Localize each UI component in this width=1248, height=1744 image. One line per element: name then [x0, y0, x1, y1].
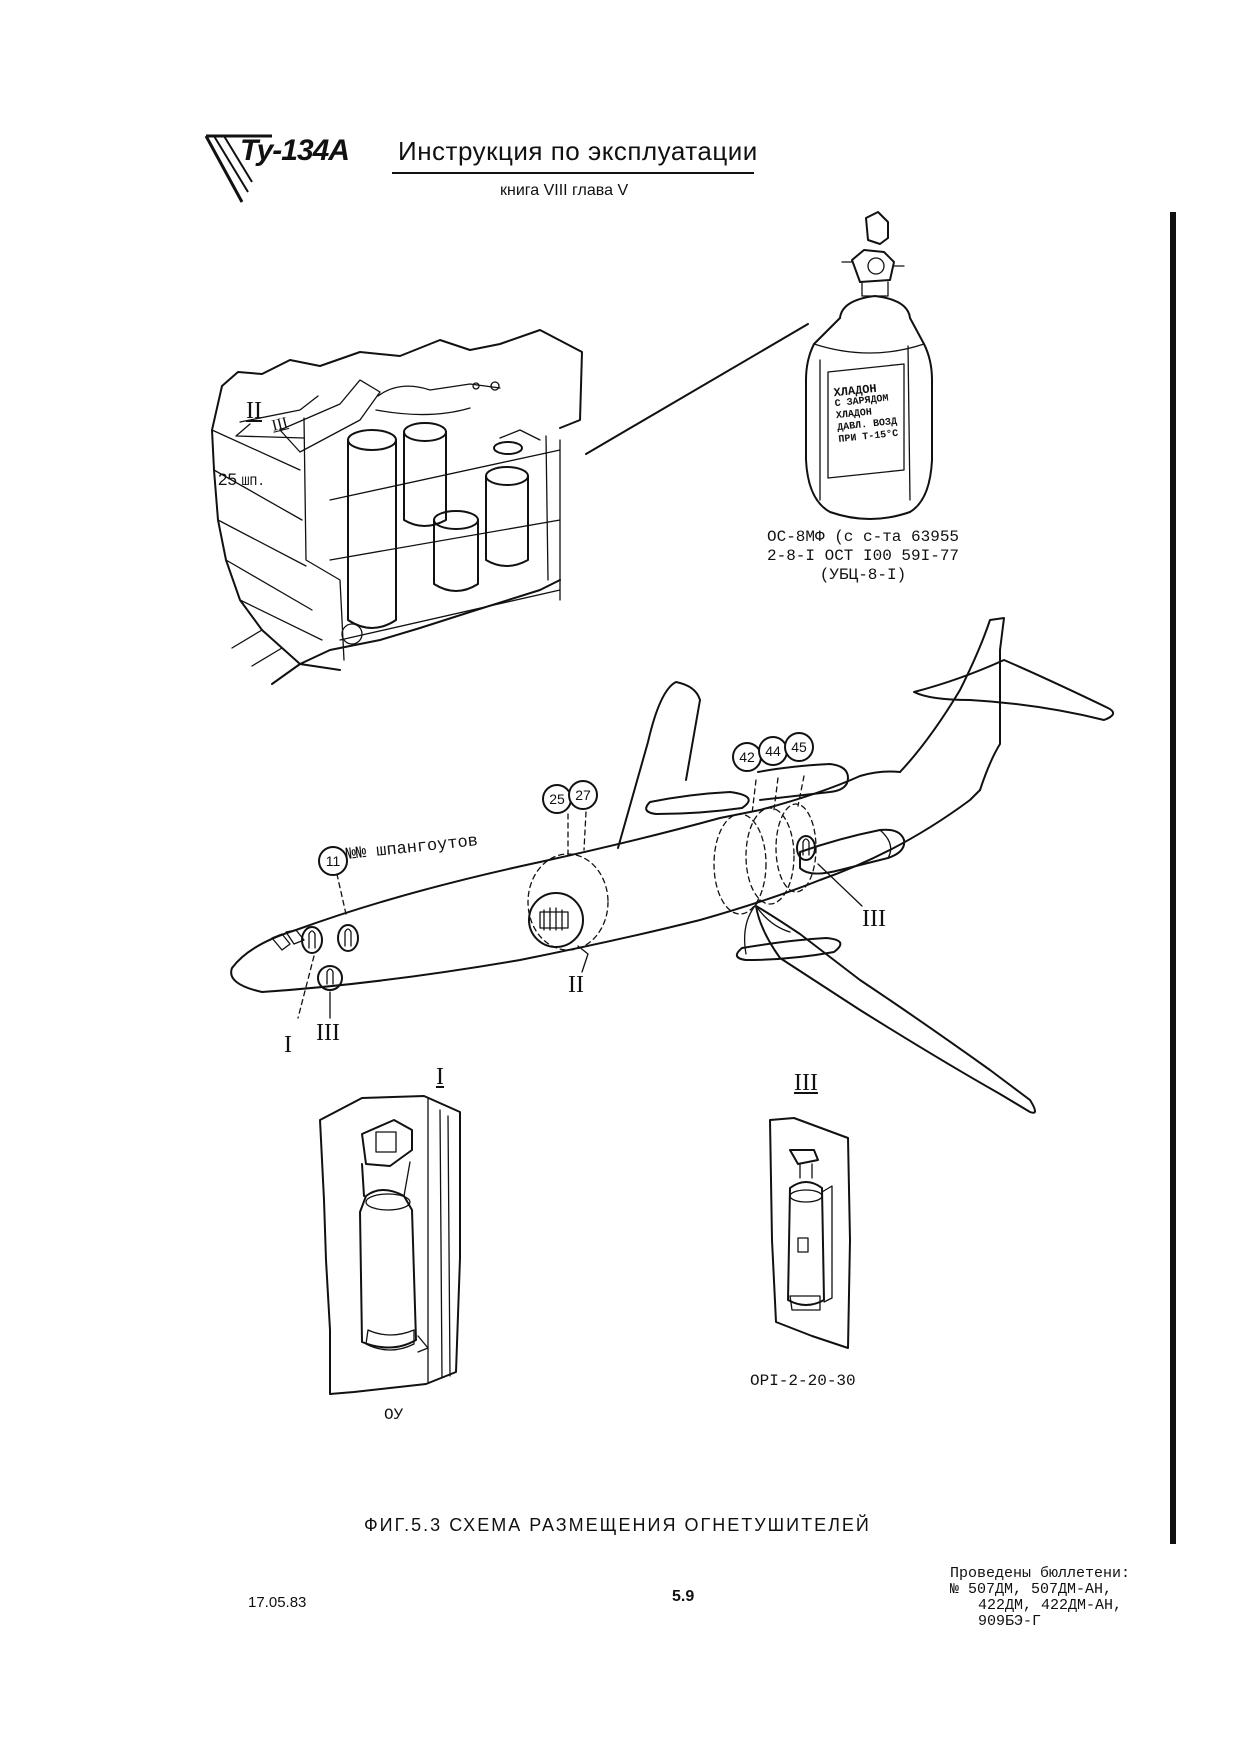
tu-134a-aircraft-outline: [230, 617, 1115, 1114]
ou-caption: ОУ: [384, 1406, 404, 1424]
bottle-caption: ОС-8МФ (с с-та 63955 2-8-I ОСТ I00 59I-7…: [748, 528, 978, 585]
position-label-iii-tail: III: [862, 906, 886, 932]
detail-i-ou-extinguisher: [319, 1095, 461, 1395]
logo-text: Ту-134А: [240, 134, 350, 167]
position-label-i: I: [284, 1032, 292, 1058]
bulletins-line-3: 422ДМ, 422ДМ-АН,: [978, 1597, 1123, 1614]
position-label-iii-nose: III: [316, 1020, 340, 1046]
bottle-caption-line-3: (УБЦ-8-I): [819, 566, 907, 584]
bottle-caption-line-1: ОС-8МФ (с с-та 63955: [766, 528, 960, 546]
revision-bar: [1170, 212, 1176, 1544]
bottle-caption-line-2: 2-8-I ОСТ I00 59I-77: [766, 547, 960, 565]
opi-caption: ОРI-2-20-30: [750, 1372, 856, 1390]
extinguisher-bay-illustration: [211, 323, 809, 685]
figure-caption: ФИГ.5.3 СХЕМА РАЗМЕЩЕНИЯ ОГНЕТУШИТЕЛЕЙ: [364, 1515, 871, 1535]
document-subtitle: книга VIII глава V: [500, 182, 629, 199]
footer-date: 17.05.83: [248, 1594, 307, 1611]
bulletins-line-2: № 507ДМ, 507ДМ-АН,: [950, 1581, 1113, 1598]
detail-i-title: I: [436, 1064, 444, 1090]
bottle-label: ХЛАДОН С ЗАРЯДОМ ХЛАДОН ДАВЛ. ВОЗД ПРИ Т…: [833, 381, 899, 447]
detail-iii-opi-extinguisher: [769, 1117, 851, 1349]
position-label-ii: II: [568, 972, 584, 998]
document-title: Инструкция по эксплуатации: [398, 136, 758, 166]
bulletins-note: Проведены бюллетени: № 507ДМ, 507ДМ-АН, …: [950, 1566, 1130, 1630]
inset-frame-number: 25: [218, 470, 237, 489]
bulletins-line-1: Проведены бюллетени:: [950, 1565, 1131, 1582]
title-underline: [392, 172, 754, 174]
inset-frame-25: 25 ШП.: [218, 470, 265, 490]
os-8mf-bottle-illustration: [805, 211, 933, 520]
tu-134a-logo: [202, 128, 352, 206]
frame-callout-45: 45: [784, 732, 814, 762]
frame-callout-25: 25: [542, 784, 572, 814]
bulletins-line-4: 909БЭ-Г: [978, 1613, 1042, 1630]
detail-iii-title: III: [794, 1070, 818, 1096]
frame-callout-44: 44: [758, 736, 788, 766]
frame-callout-27: 27: [568, 780, 598, 810]
page-number: 5.9: [672, 1588, 695, 1605]
inset-frame-suffix: ШП.: [241, 474, 266, 489]
frame-callout-11: 11: [318, 846, 348, 876]
inset-label-ii: II: [246, 398, 262, 424]
